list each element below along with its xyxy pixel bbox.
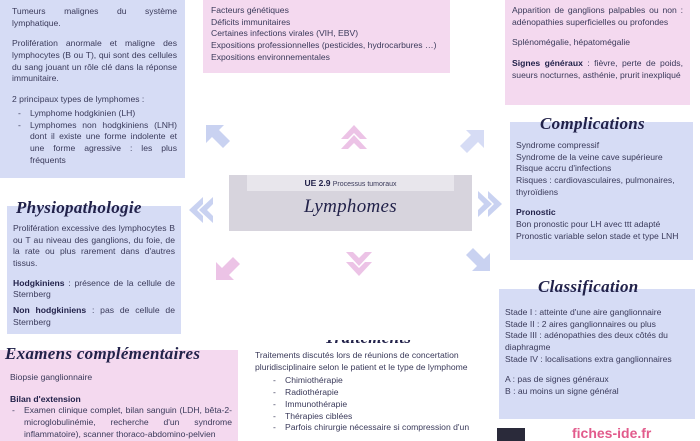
list-item: Immunothérapie: [273, 399, 481, 411]
list-item: Expositions professionnelles (pesticides…: [211, 40, 437, 51]
arrow-upleft-icon: [206, 125, 230, 148]
list-item: Parfois chirurgie nécessaire si compress…: [273, 422, 481, 434]
signes-para-1: Apparition de ganglions palpables ou non…: [512, 5, 683, 27]
footer-logo: [497, 428, 525, 441]
complications-item: Syndrome compressif: [516, 140, 600, 150]
arrow-down-icon: [346, 252, 372, 276]
stage-item: Stade IV : localisations extra ganglionn…: [505, 353, 672, 364]
list-item: Radiothérapie: [273, 387, 481, 399]
physio-para: Prolifération excessive des lymphocytes …: [13, 223, 175, 269]
arrow-left-icon: [189, 197, 213, 223]
arrow-downleft-icon: [216, 257, 240, 280]
ue-label: UE 2.9: [304, 178, 331, 188]
hodgkin-text: : présence de la cellule de Sternberg: [13, 277, 175, 300]
list-item: Lymphomes non hodgkiniens (LNH) dont il …: [18, 120, 177, 167]
pronostic-label: Pronostic: [516, 207, 556, 218]
complications-title: Complications: [540, 114, 645, 133]
page-title: Lymphomes: [304, 196, 397, 217]
traitements-intro: Traitements discutés lors de réunions de…: [255, 350, 468, 372]
signes-generaux-label: Signes généraux: [512, 58, 583, 69]
bilan-label: Bilan d'extension: [10, 393, 81, 404]
signes-generaux: Signes généraux : fièvre, perte de poids…: [512, 58, 683, 81]
bilan-list: Examen clinique complet, bilan sanguin (…: [10, 405, 232, 440]
list-item: Déficits immunitaires: [211, 16, 291, 27]
processus-label: Processus tumoraux: [332, 181, 397, 188]
letter-item: B : au moins un signe général: [505, 386, 619, 397]
center-header: UE 2.9 Processus tumoraux: [247, 175, 454, 191]
list-item: Examen clinique complet, bilan sanguin (…: [12, 405, 232, 440]
pronostic-item: Pronostic variable selon stade et type L…: [516, 230, 679, 241]
complications-box: Syndrome compressif Syndrome de la veine…: [510, 122, 693, 260]
stage-item: Stade II : 2 aires ganglionnaires ou plu…: [505, 318, 656, 329]
list-item: Thérapies ciblées: [273, 411, 481, 423]
traitements-list: Chimiothérapie Radiothérapie Immunothéra…: [255, 375, 481, 433]
stage-item: Stade III : adénopathies des deux côtés …: [505, 330, 668, 353]
traitements-title: Traitements: [255, 340, 481, 349]
definition-para-1: Tumeurs malignes du système lymphatique.: [12, 6, 177, 28]
complications-item: Syndrome de la veine cave supérieure: [516, 151, 663, 162]
arrow-up-icon: [341, 125, 367, 149]
signes-box: Apparition de ganglions palpables ou non…: [505, 0, 690, 105]
facteurs-box: Facteurs génétiques Déficits immunitaire…: [203, 0, 450, 73]
footer-brand[interactable]: fiches-ide.fr: [572, 425, 652, 441]
examens-title: Examens complémentaires: [5, 344, 201, 363]
complications-item: Risques : cardiovasculaires, pulmonaires…: [516, 175, 675, 197]
definition-para-3: 2 principaux types de lymphomes :: [12, 94, 145, 105]
stage-item: Stade I : atteinte d'une aire ganglionna…: [505, 307, 662, 317]
physiopathologie-title: Physiopathologie: [16, 198, 142, 217]
complications-item: Risque accru d'infections: [516, 163, 612, 174]
letter-item: A : pas de signes généraux: [505, 374, 609, 385]
list-item: Expositions environnementales: [211, 51, 330, 62]
examens-para-1: Biopsie ganglionnaire: [10, 372, 93, 382]
pronostic-item: Bon pronostic pour LH avec ttt adapté: [516, 219, 661, 230]
list-item: Facteurs génétiques: [211, 5, 289, 15]
physio-nonhodgkin: Non hodgkiniens : pas de cellule de Ster…: [13, 305, 175, 328]
nonhodgkin-text: : pas de cellule de Sternberg: [13, 305, 175, 327]
arrow-right-icon: [478, 191, 502, 217]
definition-box: Tumeurs malignes du système lymphatique.…: [0, 0, 185, 178]
examens-box: Biopsie ganglionnaire Bilan d'extension …: [0, 350, 238, 441]
nonhodgkin-label: Non hodgkiniens: [13, 305, 87, 316]
list-item: Certaines infections virales (VIH, EBV): [211, 28, 359, 39]
hodgkin-label: Hodgkiniens: [13, 277, 65, 288]
arrow-downright-icon: [466, 248, 490, 271]
signes-para-2: Splénomégalie, hépatomégalie: [512, 37, 631, 48]
definition-para-2: Prolifération anormale et maligne des ly…: [12, 38, 177, 84]
classification-box: Stade I : atteinte d'une aire ganglionna…: [499, 289, 695, 419]
physiopathologie-box: Prolifération excessive des lymphocytes …: [7, 206, 181, 334]
physio-hodgkin: Hodgkiniens : présence de la cellule de …: [13, 278, 175, 301]
lymphoma-types-list: Lymphome hodgkinien (LH) Lymphomes non h…: [12, 108, 177, 166]
arrow-upright-icon: [460, 130, 484, 153]
traitements-box: Traitements Traitements discutés lors de…: [250, 340, 486, 441]
center-box: UE 2.9 Processus tumoraux Lymphomes: [229, 175, 472, 231]
signes-generaux-text: : fièvre, perte de poids, sueurs nocturn…: [512, 58, 683, 80]
classification-title: Classification: [538, 277, 639, 296]
list-item: Chimiothérapie: [273, 375, 481, 387]
list-item: Lymphome hodgkinien (LH): [18, 108, 177, 120]
